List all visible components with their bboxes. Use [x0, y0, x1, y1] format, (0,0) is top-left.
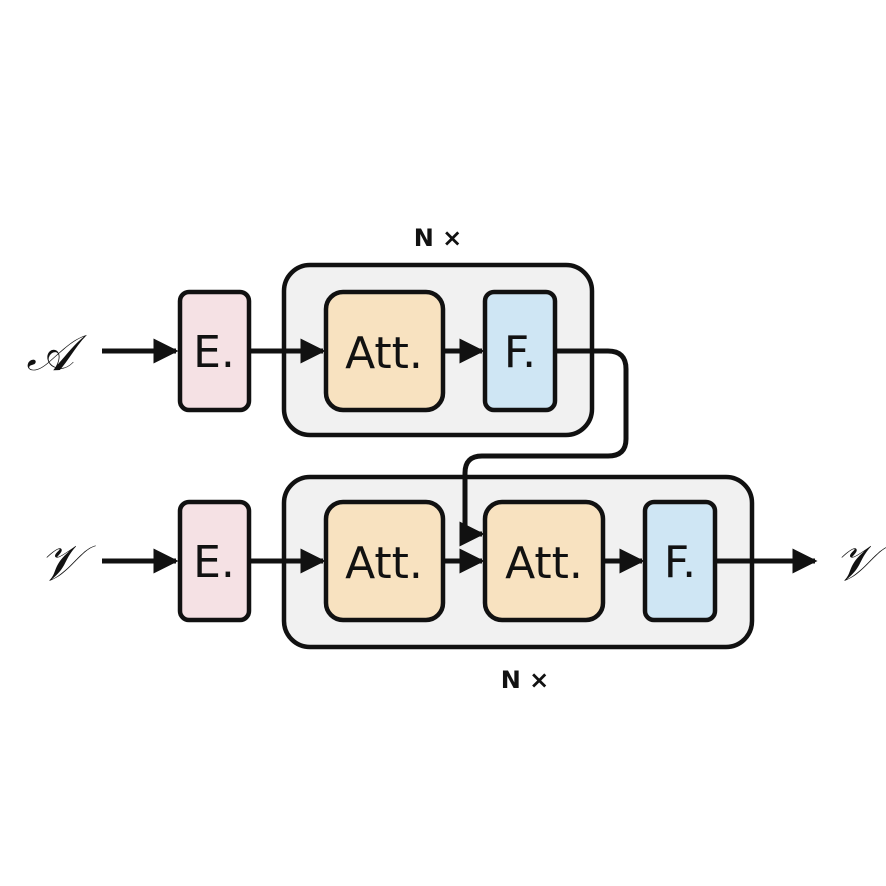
top-ffn-box: [482, 289, 558, 413]
top-attention-box: [323, 289, 446, 413]
bottom-cross-attention-box: [482, 499, 606, 623]
bottom-input-symbol: 𝒱: [39, 534, 96, 592]
bottom-self-attention-block: Att.: [323, 499, 446, 623]
bottom-self-attention-label: Att.: [345, 538, 423, 589]
top-repeat-label: N ×: [414, 224, 463, 252]
top-ffn-block: F.: [482, 289, 558, 413]
bottom-cross-attention-block: Att.: [482, 499, 606, 623]
bottom-ffn-block: F.: [642, 499, 718, 623]
bottom-embedding-label: E.: [193, 537, 235, 588]
bottom-ffn-box: [642, 499, 718, 623]
bottom-embedding-block: E.: [177, 499, 252, 623]
bottom-repeat-label: N ×: [501, 666, 550, 694]
bottom-output-symbol: 𝒱: [834, 534, 886, 592]
bottom-cross-attention-label: Att.: [505, 538, 583, 589]
bottom-ffn-label: F.: [664, 537, 696, 588]
top-input-symbol: 𝒜: [26, 324, 87, 382]
top-embedding-block: E.: [177, 289, 252, 413]
top-embedding-box: [177, 289, 252, 413]
top-attention-label: Att.: [345, 328, 423, 379]
top-attention-block: Att.: [323, 289, 446, 413]
top-ffn-label: F.: [504, 327, 536, 378]
bottom-self-attention-box: [323, 499, 446, 623]
bottom-embedding-box: [177, 499, 252, 623]
cross-connection-arrow: [459, 348, 629, 547]
top-embedding-label: E.: [193, 327, 235, 378]
